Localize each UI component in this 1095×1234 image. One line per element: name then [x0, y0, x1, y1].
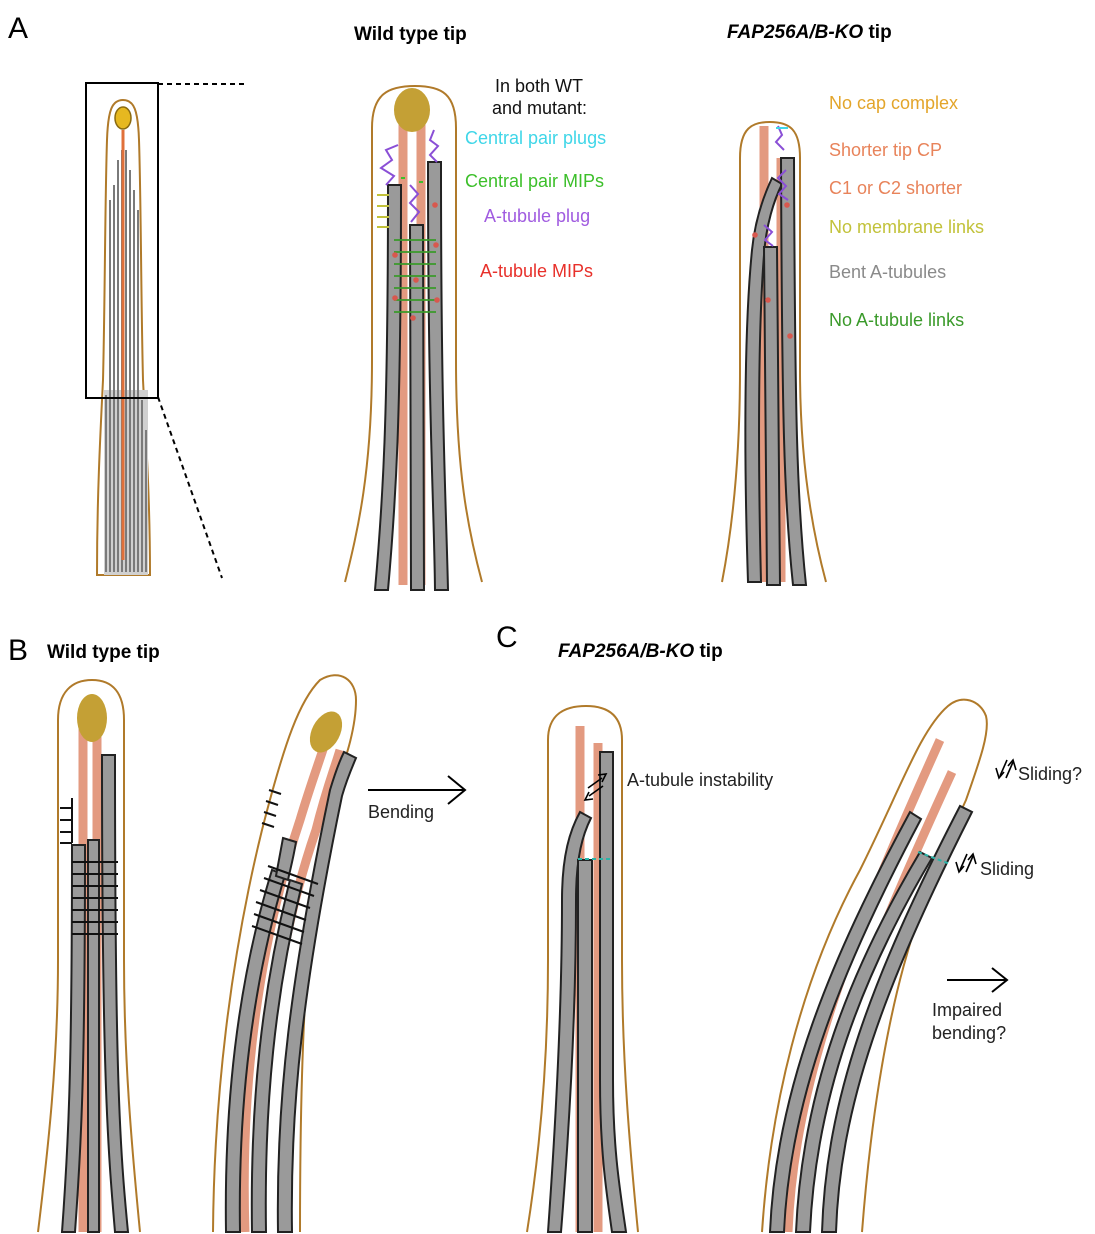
- panel-label-b: B: [8, 634, 28, 667]
- wt-a-cap: [394, 88, 430, 132]
- ko-a-doublet-mid: [764, 247, 780, 585]
- legend-bent-a-tubules: Bent A-tubules: [829, 262, 946, 282]
- legend-c1-c2: C1 or C2 shorter: [829, 178, 962, 198]
- impaired-arrow: [947, 968, 1007, 992]
- wt-tip-bent-b: [213, 675, 356, 1232]
- legend-cp-plugs: Central pair plugs: [465, 128, 606, 148]
- legend-no-a-tubule-links: No A-tubule links: [829, 310, 964, 330]
- panel-label-a: A: [8, 12, 28, 45]
- ko-tip-bent-c: [762, 700, 1016, 1232]
- wt-a-doublet-left: [375, 185, 401, 590]
- title-ko-a-italic: FAP256A/B-KO: [727, 22, 863, 43]
- legend-shorter-cp: Shorter tip CP: [829, 140, 942, 160]
- legend-no-cap: No cap complex: [829, 93, 958, 113]
- bending-label: Bending: [368, 802, 434, 822]
- wt-legend-header-1: In both WT: [495, 76, 583, 96]
- instability-label: A-tubule instability: [627, 770, 773, 790]
- legend-a-tubule-plug: A-tubule plug: [484, 206, 590, 226]
- impaired-label-1: Impaired: [932, 1000, 1002, 1020]
- impaired-label-2: bending?: [932, 1023, 1006, 1043]
- title-ko-c-italic: FAP256A/B-KO: [558, 641, 694, 662]
- legend-no-membrane-links: No membrane links: [829, 217, 984, 237]
- sliding-label: Sliding: [980, 859, 1034, 879]
- ko-c-doublet-mid: [578, 860, 592, 1232]
- ko-legend: No cap complex Shorter tip CP C1 or C2 s…: [829, 93, 984, 330]
- wt-bent-cap: [303, 706, 348, 758]
- wt-b-cap: [77, 694, 107, 742]
- wt-a-doublet-right: [428, 162, 448, 590]
- legend-cp-mips: Central pair MIPs: [465, 171, 604, 191]
- bending-arrow: [368, 776, 465, 804]
- zoom-line-bottom: [158, 397, 222, 578]
- wt-b-membrane-links: [60, 798, 72, 843]
- ko-tip-diagram-a: [722, 122, 826, 585]
- wt-tip-straight-b: [38, 680, 140, 1232]
- overview-tubules: [104, 130, 148, 575]
- title-wt-a: Wild type tip: [354, 24, 467, 45]
- legend-a-tubule-mips: A-tubule MIPs: [480, 261, 593, 281]
- wt-legend-header-2: and mutant:: [492, 98, 587, 118]
- title-ko-a-suffix: tip: [863, 22, 892, 43]
- sliding-q-label: Sliding?: [1018, 764, 1082, 784]
- overview-cap: [115, 107, 131, 129]
- wt-tip-diagram-a: [345, 86, 482, 590]
- wt-bent-doublet-top-a: [276, 838, 296, 880]
- sliding-arrow: [956, 854, 976, 872]
- ko-tip-straight-c: [527, 706, 638, 1232]
- title-ko-a: FAP256A/B-KO tip: [727, 22, 892, 43]
- title-wt-b: Wild type tip: [47, 642, 160, 663]
- panel-label-c: C: [496, 621, 518, 654]
- title-ko-c-suffix: tip: [694, 641, 723, 662]
- sliding-q-arrow: [996, 760, 1016, 778]
- title-ko-c: FAP256A/B-KO tip: [558, 641, 723, 662]
- wt-legend: In both WT and mutant: Central pair plug…: [465, 76, 606, 281]
- overview-cilium: [97, 100, 150, 575]
